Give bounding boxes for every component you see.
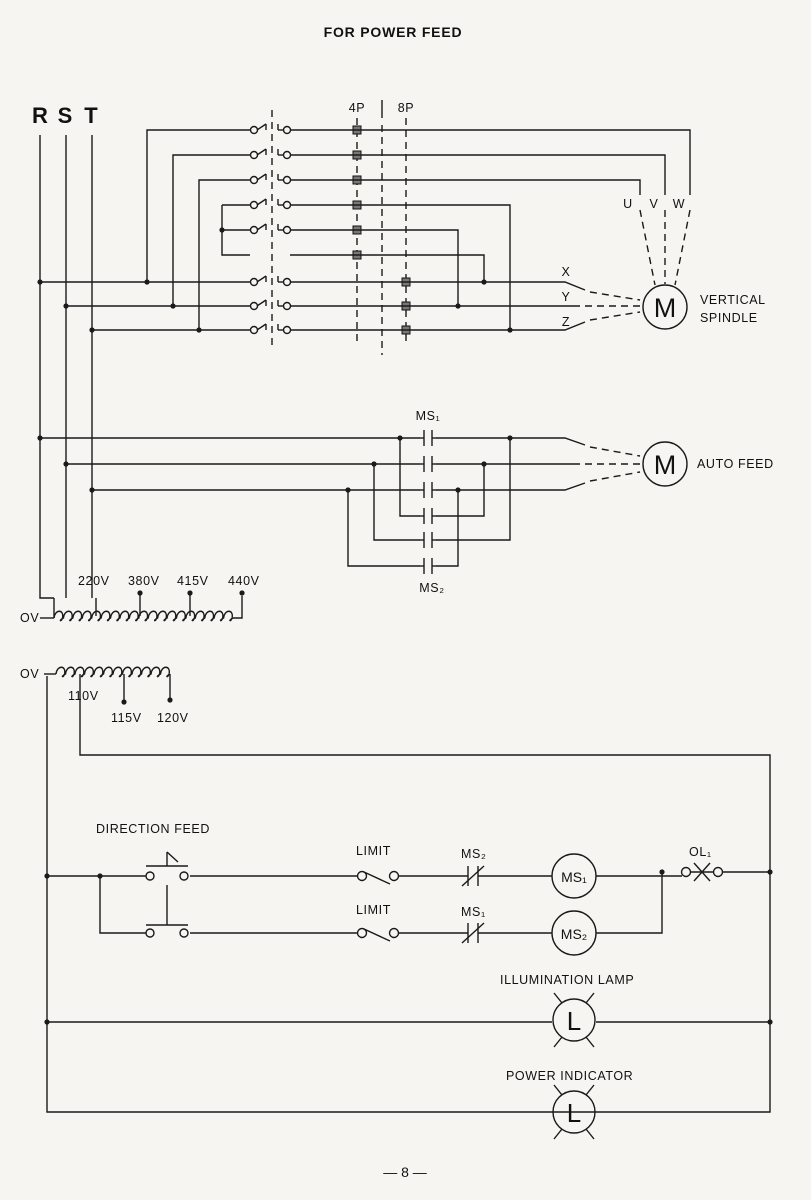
contactor-contact-icon xyxy=(420,532,436,548)
auto-feed-motor-symbol: M xyxy=(654,450,677,480)
spindle-wiring xyxy=(37,129,691,333)
switch-contact-icon xyxy=(249,275,292,287)
contactor-contact-icon xyxy=(420,558,436,574)
secondary-tap-110: 110V xyxy=(68,689,99,703)
primary-tap-440: 440V xyxy=(228,574,260,588)
switch-contact-icon xyxy=(249,173,292,185)
contactor-contact-icon xyxy=(420,482,436,498)
power-indicator-symbol: L xyxy=(567,1098,581,1128)
interlock-2-label: MS₁ xyxy=(461,905,486,919)
switch-contact-icon xyxy=(249,223,292,235)
phase-t-label: T xyxy=(84,103,98,128)
primary-tap-380: 380V xyxy=(128,574,160,588)
terminal-u-label: U xyxy=(623,197,633,211)
page-title: FOR POWER FEED xyxy=(324,24,463,40)
switch-contact-icon xyxy=(249,198,292,210)
primary-tap-220: 220V xyxy=(78,574,110,588)
switch-4p-label: 4P xyxy=(349,101,366,115)
switch-contact-icon xyxy=(249,123,292,135)
spindle-motor-symbol: M xyxy=(654,293,677,323)
auto-feed-ms2-label: MS₂ xyxy=(419,581,444,595)
direction-feed-switch-icon xyxy=(145,851,189,938)
secondary-transformer: OV xyxy=(20,666,771,1113)
direction-feed-label: DIRECTION FEED xyxy=(96,822,210,836)
coil-ms1-icon: MS₁ xyxy=(551,853,597,899)
transformer-coil-icon xyxy=(55,666,171,678)
coil-ms2-label: MS₂ xyxy=(561,926,587,942)
contactor-contact-icon xyxy=(420,456,436,472)
primary-transformer: OV xyxy=(20,590,245,625)
coil-ms2-icon: MS₂ xyxy=(551,910,597,956)
auto-feed-motor-icon: M xyxy=(642,441,688,487)
primary-tap-415: 415V xyxy=(177,574,209,588)
switch-8p-label: 8P xyxy=(398,101,415,115)
switch-contact-icon xyxy=(249,323,292,335)
illumination-lamp-icon: L xyxy=(552,992,596,1048)
secondary-ov-label: OV xyxy=(20,667,39,681)
phase-s-label: S xyxy=(58,103,73,128)
limit-2-label: LIMIT xyxy=(356,903,391,917)
primary-ov-label: OV xyxy=(20,611,39,625)
transformer-coil-icon xyxy=(53,610,234,622)
switch-contact-icon xyxy=(249,299,292,311)
power-indicator-label: POWER INDICATOR xyxy=(506,1069,633,1083)
control-circuit: DIRECTION FEED LIMIT xyxy=(44,822,773,1140)
interlock-contact-2-icon xyxy=(461,922,485,944)
terminal-x-label: X xyxy=(562,265,571,279)
auto-feed-label: AUTO FEED xyxy=(697,457,774,471)
illumination-lamp-symbol: L xyxy=(567,1006,581,1036)
terminal-z-label: Z xyxy=(562,315,570,329)
limit-switch-2-icon xyxy=(356,927,400,942)
limit-1-label: LIMIT xyxy=(356,844,391,858)
power-indicator-icon: L xyxy=(552,1084,596,1140)
secondary-tap-120: 120V xyxy=(157,711,189,725)
secondary-tap-115: 115V xyxy=(111,711,142,725)
auto-feed-ms1-label: MS₁ xyxy=(416,409,441,423)
interlock-1-label: MS₂ xyxy=(461,847,486,861)
coil-ms1-label: MS₁ xyxy=(561,869,587,885)
spindle-label-1: VERTICAL xyxy=(700,293,766,307)
terminal-w-label: W xyxy=(673,197,685,211)
overload-relay-icon xyxy=(680,862,724,882)
auto-feed-wiring xyxy=(37,430,641,574)
switch-mechanical-links xyxy=(271,100,407,355)
switch-contact-icon xyxy=(249,148,292,160)
spindle-motor-icon: M xyxy=(642,284,688,330)
illumination-lamp-label: ILLUMINATION LAMP xyxy=(500,973,634,987)
terminal-v-label: V xyxy=(650,197,659,211)
interlock-contact-1-icon xyxy=(461,865,485,887)
page-number: — 8 — xyxy=(383,1164,427,1180)
contactor-contact-icon xyxy=(420,430,436,446)
spindle-label-2: SPINDLE xyxy=(700,311,758,325)
phase-r-label: R xyxy=(32,103,48,128)
main-bus xyxy=(39,135,93,599)
overload-label: OL₁ xyxy=(689,845,712,859)
contactor-contact-icon xyxy=(420,508,436,524)
limit-switch-1-icon xyxy=(356,870,400,885)
terminal-y-label: Y xyxy=(562,290,571,304)
